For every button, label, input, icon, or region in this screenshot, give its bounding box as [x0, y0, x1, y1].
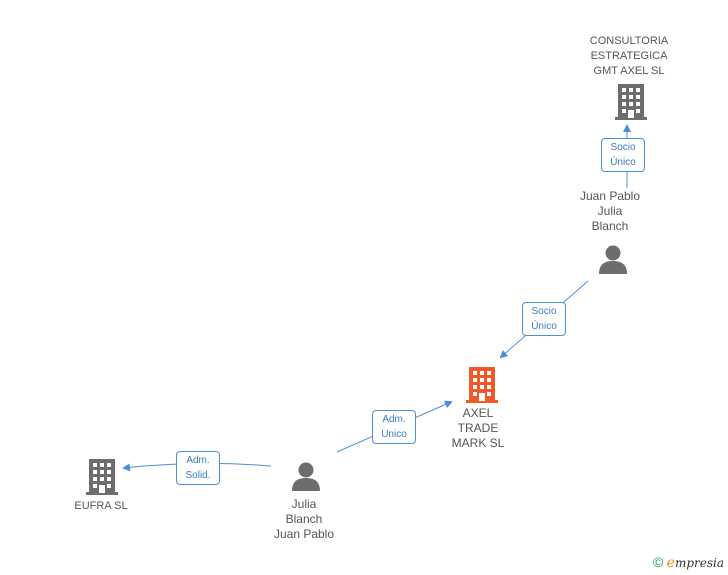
relation-socio-unico-mid[interactable]: Socio Único — [522, 302, 566, 336]
relation-line1: Socio — [531, 306, 557, 317]
brand-logo-text: mpresia — [674, 556, 724, 570]
relation-line1: Adm. — [186, 455, 210, 466]
relation-adm-unico[interactable]: Adm. Unico — [372, 410, 416, 444]
relation-adm-solid[interactable]: Adm. Solid. — [176, 451, 220, 485]
brand-logo-letter: e — [666, 555, 675, 571]
company-label-axel[interactable]: AXEL TRADE MARK SL — [451, 406, 505, 450]
relation-line1: Adm. — [382, 414, 406, 425]
building-icon[interactable] — [86, 459, 118, 495]
company-label-eufra[interactable]: EUFRA SL — [74, 500, 128, 512]
building-icon[interactable] — [466, 367, 498, 403]
company-label-consultoria[interactable]: CONSULTORIA ESTRATEGICA GMT AXEL SL — [589, 35, 669, 77]
relation-line2: Unico — [381, 429, 407, 440]
person-label-julia[interactable]: Julia Blanch Juan Pablo — [273, 497, 335, 541]
person-icon[interactable] — [291, 461, 321, 491]
copyright-icon: © — [652, 554, 664, 570]
relation-line1: Socio — [610, 142, 636, 153]
person-icon[interactable] — [598, 244, 628, 274]
relation-line2: Único — [610, 157, 636, 168]
building-icon[interactable] — [615, 84, 647, 120]
person-label-juan-pablo[interactable]: Juan Pablo Julia Blanch — [579, 189, 641, 233]
relation-socio-unico-top[interactable]: Socio Único — [601, 138, 645, 172]
relation-line2: Único — [531, 321, 557, 332]
brand-footer: © empresia — [653, 554, 724, 571]
relation-line2: Solid. — [185, 470, 211, 481]
